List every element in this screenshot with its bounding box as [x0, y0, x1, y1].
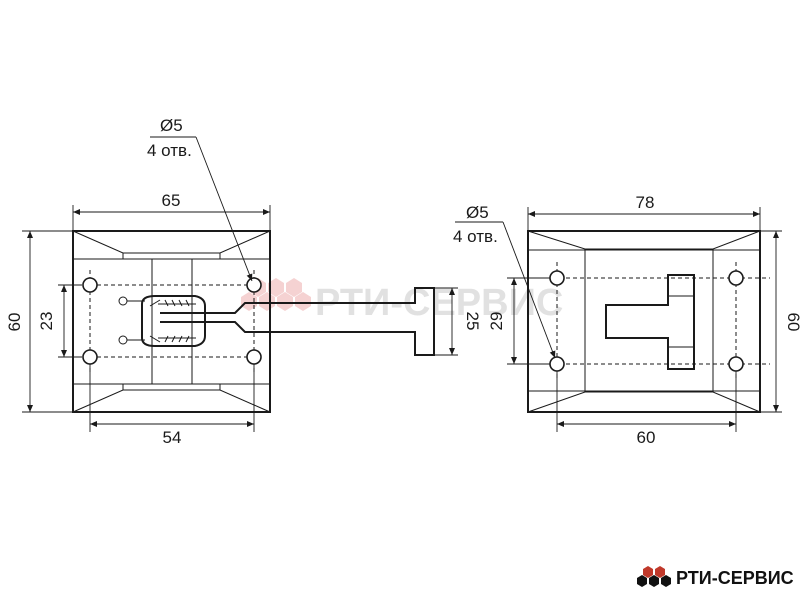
right-mount-hole	[728, 356, 744, 372]
left-mount-hole	[82, 277, 98, 293]
right-hole-count: 4 отв.	[453, 227, 498, 246]
brand-logo: РТИ-СЕРВИС	[637, 566, 794, 588]
latch-pin	[118, 335, 128, 345]
latch-clip	[141, 295, 206, 347]
hook-arm	[160, 287, 435, 356]
right-top-chamfer	[527, 230, 761, 250]
right-dim-hole-horizontal: 60	[637, 428, 656, 447]
left-hole-diameter: Ø5	[160, 116, 183, 135]
left-bottom-chamfer	[72, 389, 271, 413]
left-mount-hole	[246, 349, 262, 365]
left-mount-hole	[246, 277, 262, 293]
left-dim-height: 60	[5, 313, 24, 332]
left-bottom-band	[122, 383, 221, 391]
right-bottom-chamfer	[527, 391, 761, 413]
right-view	[510, 230, 770, 413]
left-view	[72, 230, 435, 413]
left-base-plate	[72, 230, 271, 413]
right-base-plate	[527, 230, 761, 413]
left-top-chamfer	[72, 230, 271, 254]
right-dimensions: 78 60 29 60 Ø5 4 отв.	[453, 193, 800, 447]
latch-pin	[118, 296, 128, 306]
right-mount-hole	[549, 270, 565, 286]
right-mount-hole	[549, 356, 565, 372]
left-top-band	[122, 252, 221, 260]
latch-clip-detail	[149, 299, 196, 343]
right-dim-width: 78	[636, 193, 655, 212]
right-mount-hole	[728, 270, 744, 286]
left-hole-count: 4 отв.	[147, 141, 192, 160]
left-dimensions: 65 60 23 54 25 Ø5 4 отв.	[5, 116, 482, 447]
left-dim-hole-vertical: 23	[37, 312, 56, 331]
left-dim-hole-horizontal: 54	[163, 428, 182, 447]
right-hole-diameter: Ø5	[466, 203, 489, 222]
watermark: РТИ-СЕРВИС	[241, 278, 563, 324]
left-dim-hook-height: 25	[463, 312, 482, 331]
latch-spring-coils	[164, 299, 190, 343]
hexagon-cluster-icon	[637, 566, 671, 587]
logo-text: РТИ-СЕРВИС	[676, 568, 794, 588]
right-dim-hole-vertical: 29	[487, 312, 506, 331]
right-dim-height: 60	[784, 313, 800, 332]
left-dim-width: 65	[162, 191, 181, 210]
left-mount-hole	[82, 349, 98, 365]
catch-t-slot	[605, 274, 695, 370]
